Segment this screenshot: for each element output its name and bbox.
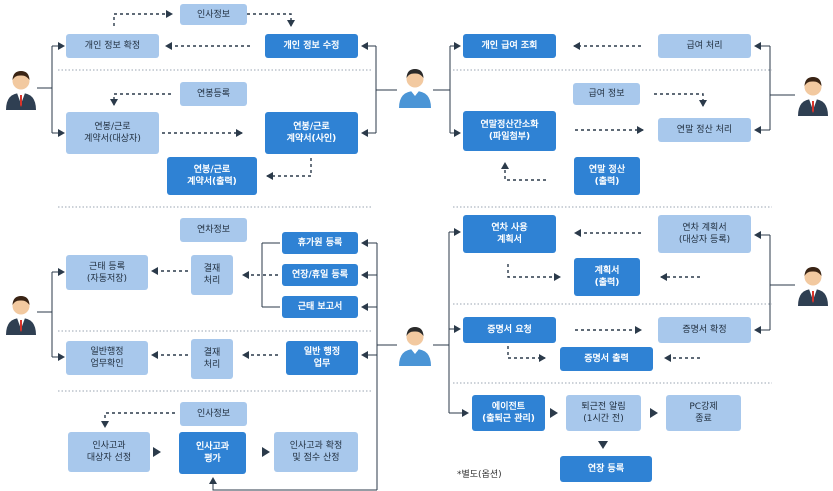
general-admin-confirm-box: 일반행정 업무확인 [66,341,148,375]
leave-plan-target-box: 연차 계획서 (대상자 등록) [658,215,751,253]
approval-process-box-1: 결재 처리 [191,255,233,295]
year-end-tax-print-box: 연말 정산 (출력) [574,157,640,195]
vacation-register-box: 휴가원 등록 [282,232,358,254]
salary-register-box: 연봉등록 [180,82,247,106]
dotted-connectors [101,10,707,428]
personal-info-confirm-box: 개인 정보 확정 [66,34,159,58]
attendance-register-box: 근태 등록 (자동저장) [66,255,148,290]
year-end-tax-simplify-box: 연말정산간소화 (파일첨부) [463,111,556,151]
solid-connectors [37,42,795,491]
leave-use-plan-box: 연차 사용 계획서 [463,215,556,253]
contract-print-box: 연봉/근로 계약서(출력) [167,157,257,195]
pre-leave-alarm-box: 퇴근전 알림 (1시간 전) [566,395,641,431]
contract-target-box: 연봉/근로 계약서(대상자) [66,112,159,154]
manager-person-icon-top [798,77,828,116]
section-dividers [58,69,772,392]
insa-info-top-box: 인사정보 [180,4,247,25]
employee-person-icon-bottom [6,296,36,335]
solid-arrowheads [153,408,658,457]
pay-info-box: 급여 정보 [573,83,640,105]
employee-person-icon [6,71,36,110]
certificate-print-box: 증명서 출력 [560,347,653,371]
certificate-request-box: 증명서 요청 [463,317,556,343]
year-end-tax-process-box: 연말 정산 처리 [658,118,751,142]
annual-leave-info-box: 연차정보 [180,218,247,242]
contract-sign-box: 연봉/근로 계약서(사인) [265,112,358,154]
general-admin-task-box: 일반 행정 업무 [286,341,358,375]
extend-register-box: 연장 등록 [560,456,652,482]
evaluation-box: 인사고과 평가 [179,432,246,474]
admin-person-icon-bottom [399,327,431,366]
plan-print-box: 계획서 (출력) [574,258,640,296]
approval-process-box-2: 결재 처리 [191,339,233,379]
admin-person-icon-top [399,69,431,108]
evaluation-confirm-box: 인사고과 확정 및 점수 산정 [274,432,358,472]
overtime-holiday-register-box: 연장/휴일 등록 [282,264,358,286]
optional-note: *별도(옵션) [457,470,502,480]
payroll-process-box: 급여 처리 [658,34,751,58]
attendance-report-box: 근태 보고서 [282,296,358,318]
personal-info-edit-box: 개인 정보 수정 [265,34,358,58]
manager-person-icon-mid [798,267,828,306]
agent-attendance-box: 에이전트 (출퇴근 관리) [472,395,545,431]
personal-pay-view-box: 개인 급여 조회 [463,34,556,58]
evaluation-target-box: 인사고과 대상자 선정 [68,432,150,472]
insa-info-bottom-box: 인사정보 [180,402,247,426]
certificate-confirm-box: 증명서 확정 [658,317,751,343]
pc-force-shutdown-box: PC강제 종료 [666,395,741,431]
